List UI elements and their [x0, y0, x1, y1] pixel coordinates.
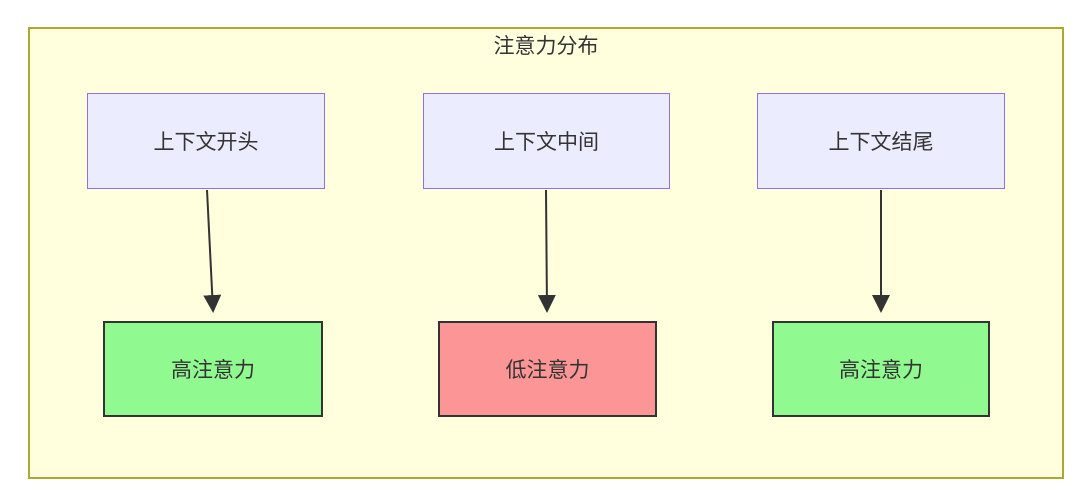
node-high-attention-left: 高注意力	[103, 321, 323, 417]
node-low-attention-middle: 低注意力	[438, 321, 657, 417]
diagram-title: 注意力分布	[493, 35, 599, 58]
node-high-attention-right: 高注意力	[772, 321, 990, 417]
node-context-end: 上下文结尾	[757, 93, 1005, 189]
node-context-middle: 上下文中间	[423, 93, 670, 189]
node-context-beginning: 上下文开头	[87, 93, 325, 189]
